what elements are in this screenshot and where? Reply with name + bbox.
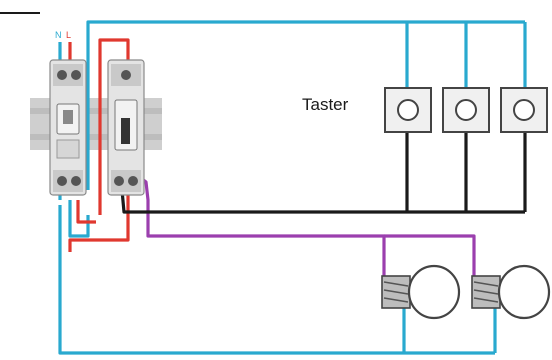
relay-bottom-terminals [111, 170, 141, 192]
circuit-breaker [49, 59, 87, 196]
breaker-lever [63, 110, 73, 124]
terminal-screw-icon [121, 70, 131, 80]
control-wires [120, 132, 527, 214]
push-button-icon [442, 87, 490, 133]
light-bulb-icon [471, 264, 551, 320]
din-rail-groove [30, 108, 162, 114]
light-bulb-icon [381, 264, 461, 320]
relay-contact-indicator [121, 118, 130, 144]
line-wires [68, 38, 130, 252]
lamp-switched-wires [132, 170, 476, 278]
lamp-group [381, 264, 551, 320]
neutral-label: N [55, 30, 62, 40]
terminal-screw-icon [128, 176, 138, 186]
breaker-top-terminals [53, 64, 83, 86]
impulse-relay [107, 59, 145, 196]
terminal-screw-icon [71, 176, 81, 186]
breaker-label-window [56, 139, 80, 159]
din-rail-groove [30, 134, 162, 140]
line-label: L [66, 30, 71, 40]
terminal-screw-icon [57, 176, 67, 186]
terminal-screw-icon [57, 70, 67, 80]
neutral-wires [58, 20, 527, 355]
push-button-group [384, 87, 548, 133]
push-button-icon [500, 87, 548, 133]
terminal-screw-icon [71, 70, 81, 80]
taster-label: Taster [302, 95, 349, 114]
breaker-bottom-terminals [53, 170, 83, 192]
push-button-icon [384, 87, 432, 133]
terminal-screw-icon [114, 176, 124, 186]
